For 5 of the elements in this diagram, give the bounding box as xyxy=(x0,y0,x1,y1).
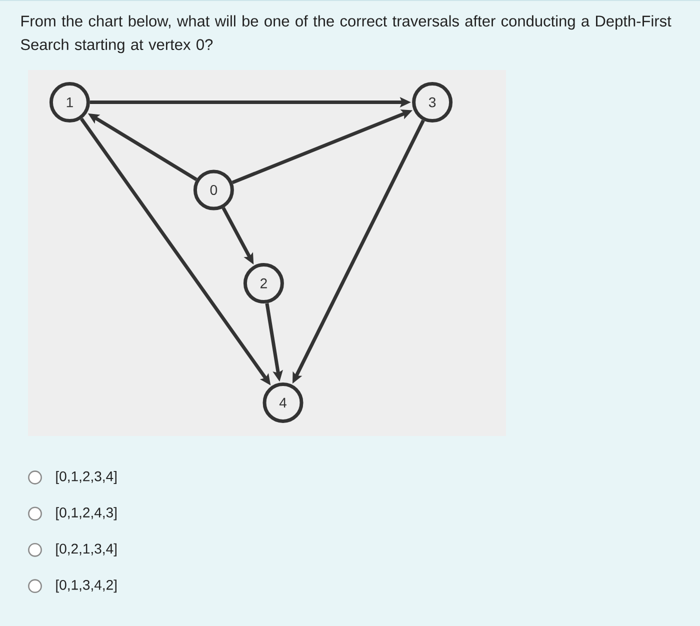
option-text: [0,1,3,4,2] xyxy=(56,580,116,593)
option-text: [0,1,2,4,3] xyxy=(56,507,116,520)
option-text: [0,1,2,3,4] xyxy=(56,470,116,484)
question-text: From the chart below, what will be one of the correct traversals after conducting a Depth-First Search starting at vertex 0? xyxy=(20,15,672,54)
option-text: [0,2,1,3,4] xyxy=(56,543,116,556)
